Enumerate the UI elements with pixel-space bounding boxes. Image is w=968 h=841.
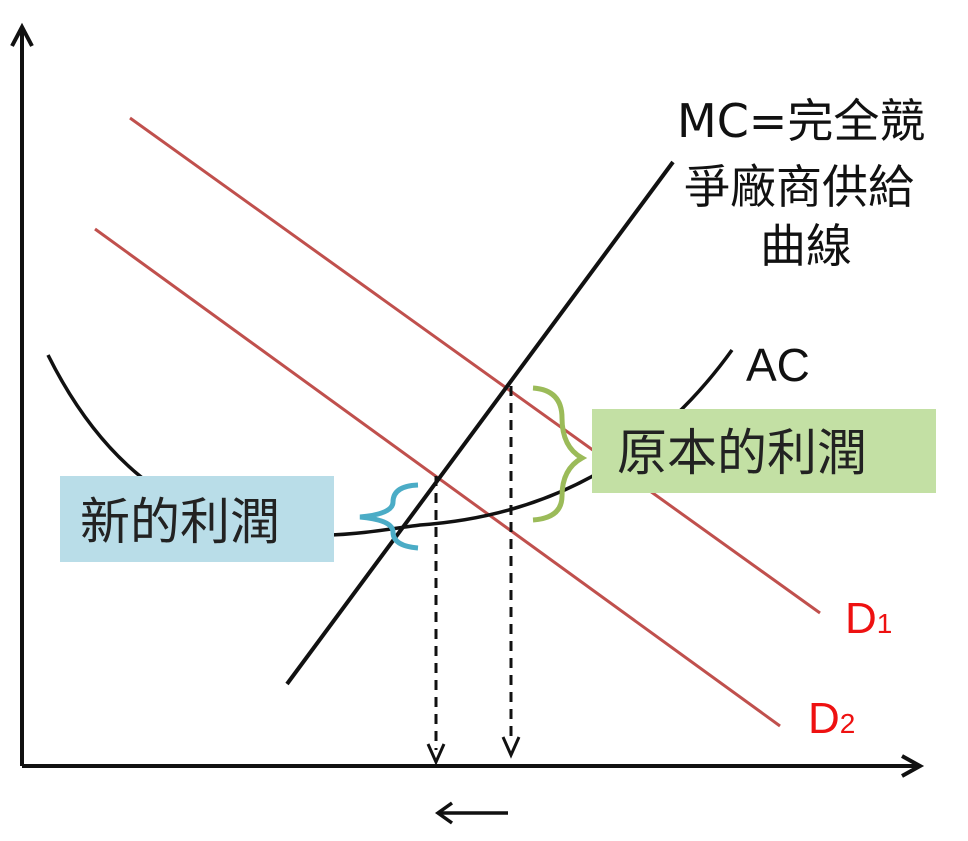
d1-label: D1	[845, 594, 892, 643]
x-axis-arrow-icon	[901, 754, 925, 778]
original-profit-box	[592, 409, 936, 493]
d2-label: D2	[808, 694, 855, 743]
d2-label-subscript: 2	[840, 708, 856, 739]
new-profit-label: 新的利潤	[80, 493, 280, 551]
new-quantity-arrow-icon	[426, 743, 446, 766]
d1-label-subscript: 1	[877, 608, 893, 639]
d2-label-main: D	[808, 694, 840, 743]
mc-label-line-3: 曲線	[760, 219, 852, 273]
original-profit-brace-icon	[532, 385, 588, 523]
ac-label: AC	[746, 339, 810, 391]
quantity-shift-arrow-icon	[434, 801, 508, 825]
projection-lines	[426, 386, 521, 766]
mc-label-line-1: MC=完全競	[677, 94, 925, 148]
new-profit-box	[60, 476, 334, 562]
y-axis-arrow-icon	[10, 22, 34, 47]
mc-curve	[285, 160, 675, 686]
original-profit-label: 原本的利潤	[617, 424, 867, 482]
mc-label-line-2: 爭廠商供給	[684, 160, 914, 214]
axes	[10, 22, 925, 778]
d1-label-main: D	[845, 594, 877, 643]
demand-curve-d1	[129, 116, 821, 615]
new-profit-brace-icon	[359, 482, 419, 551]
original-quantity-arrow-icon	[501, 736, 521, 759]
